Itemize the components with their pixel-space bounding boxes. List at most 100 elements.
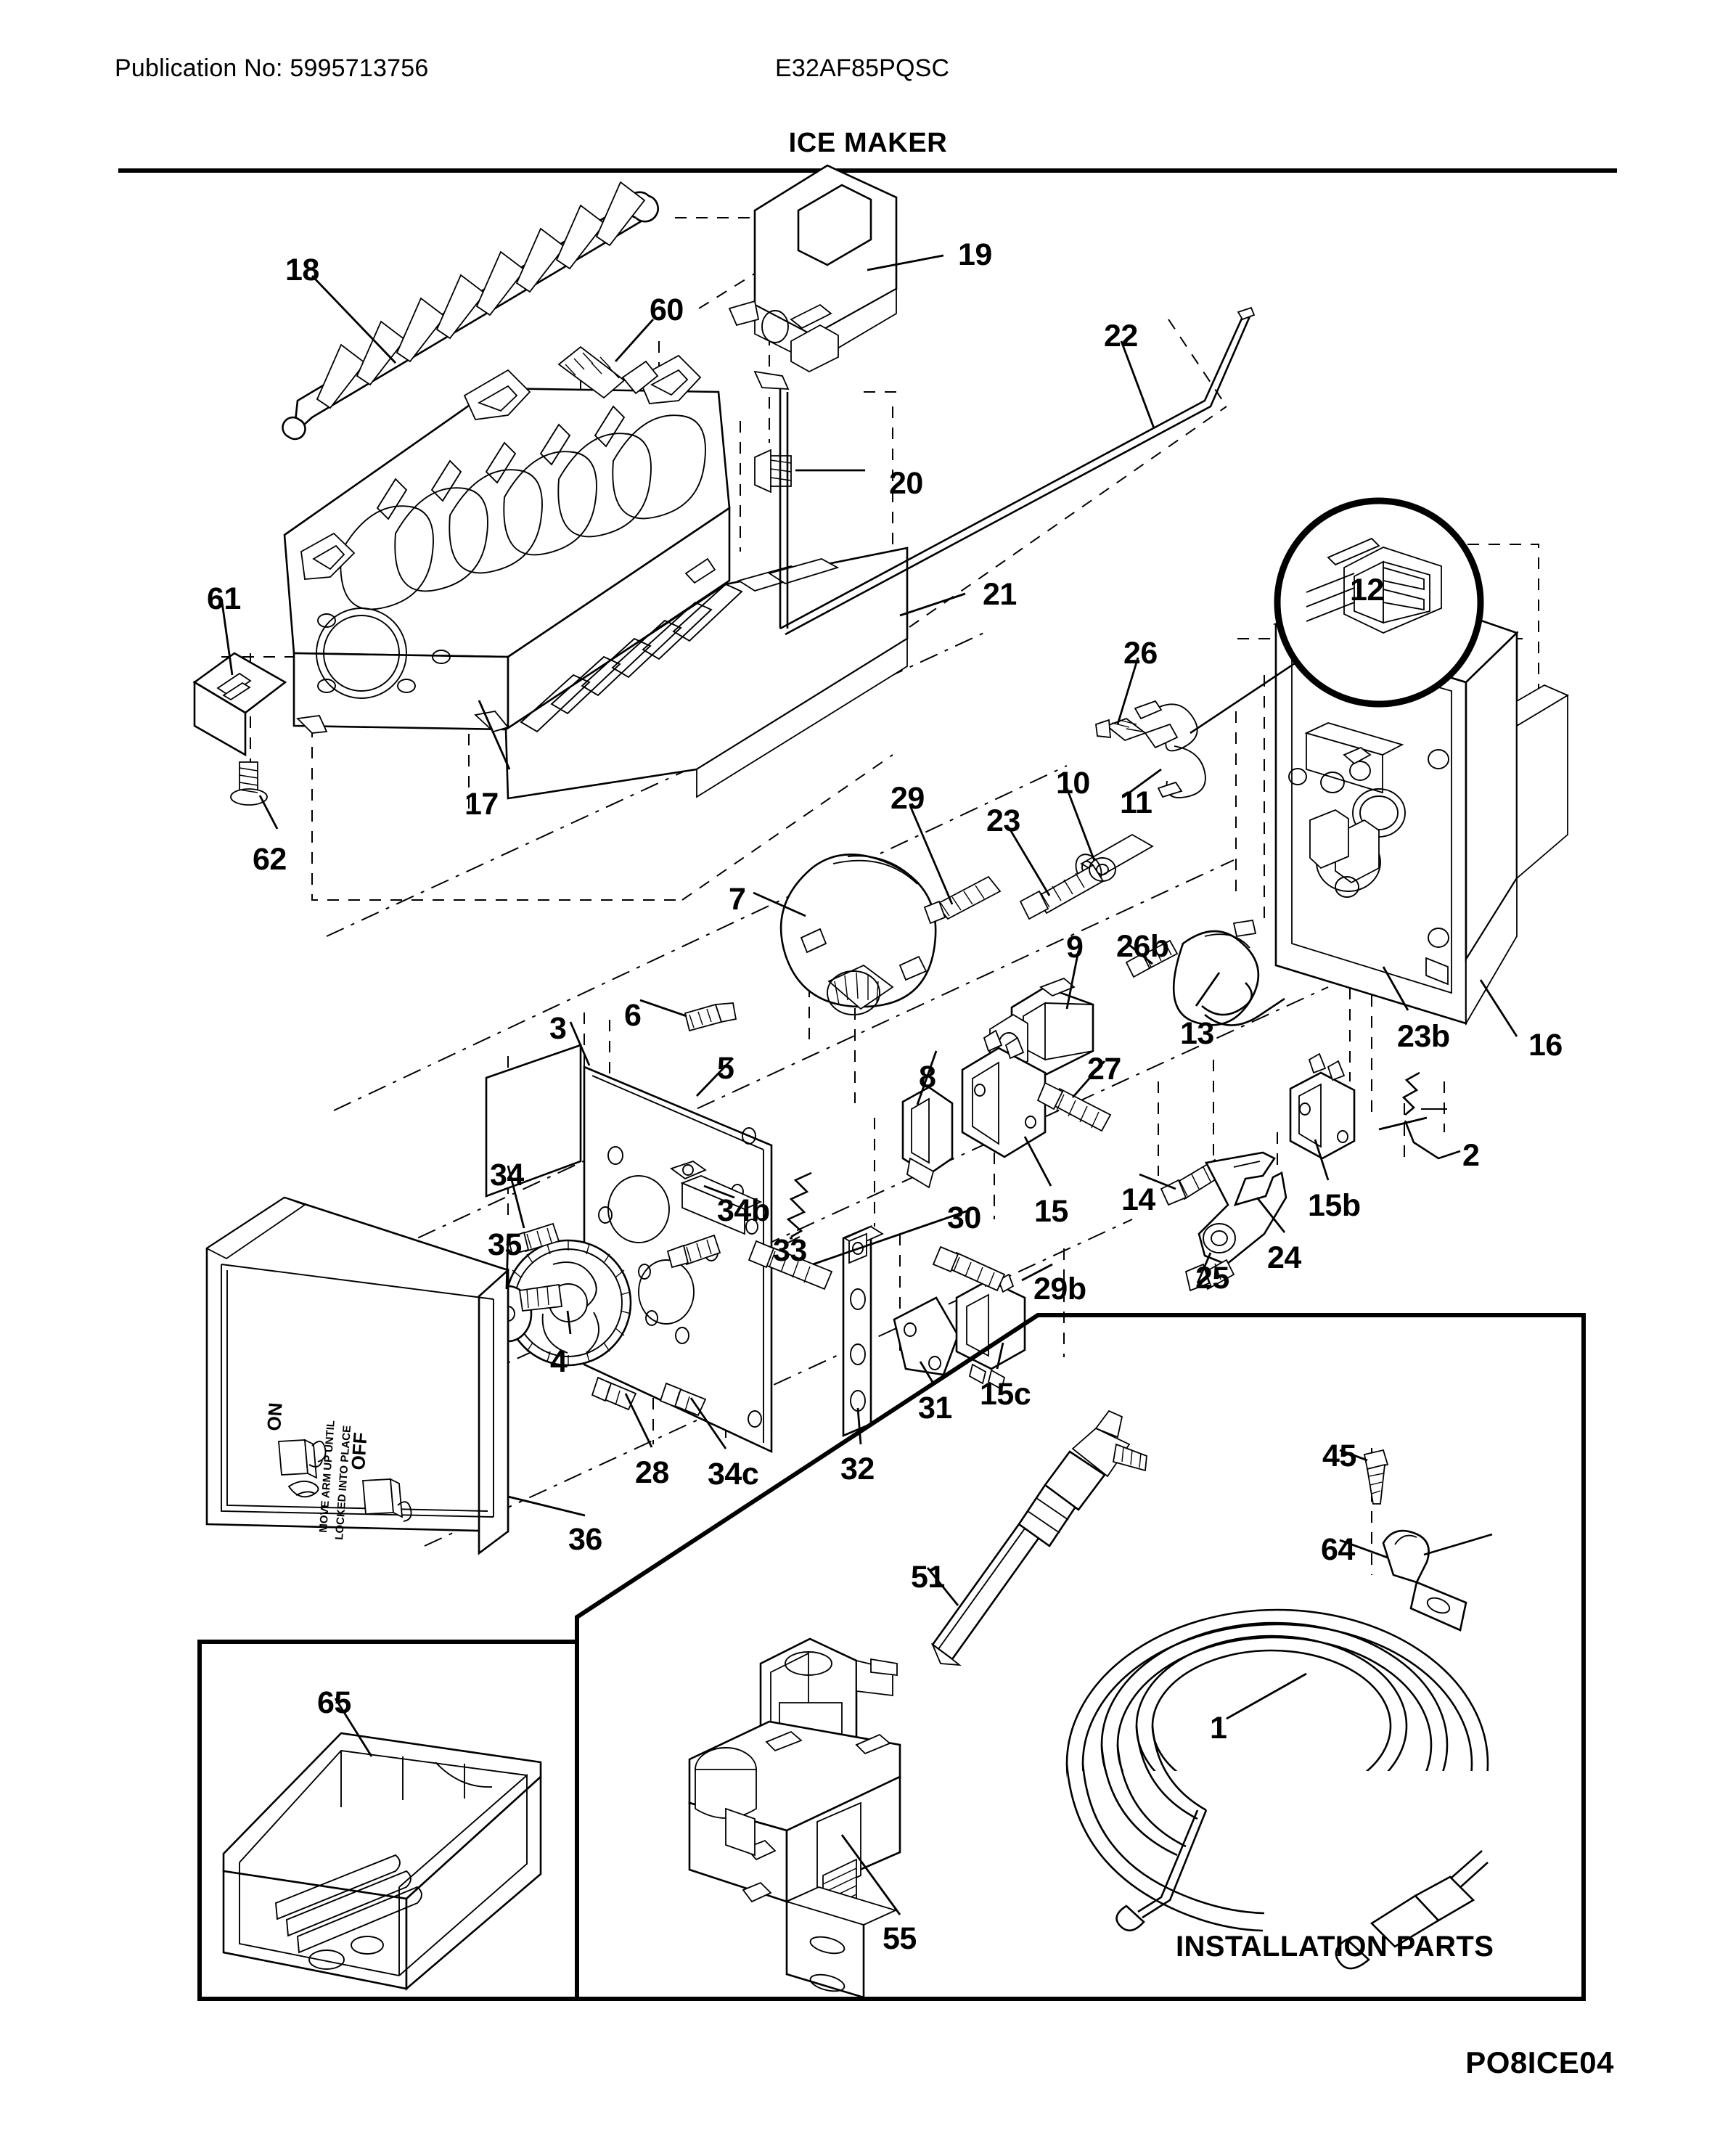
callout-28: 28 <box>635 1455 669 1490</box>
header-divider <box>118 168 1617 173</box>
drawing-code: PO8ICE04 <box>1465 2045 1614 2079</box>
callout-34c: 34c <box>708 1457 759 1492</box>
part-33-spring <box>786 1171 812 1243</box>
callout-3: 3 <box>549 1011 567 1046</box>
callout-23: 23 <box>986 803 1020 838</box>
part-36-cover: ON OFF MOVE ARM UP UNTIL LOCKED INTO PLA… <box>205 1196 509 1555</box>
part-29-screw <box>923 875 1002 925</box>
part-55-water-valve <box>688 1637 901 1999</box>
part-26-screw-upper <box>1095 717 1147 742</box>
callout-33: 33 <box>773 1233 807 1268</box>
part-34-screw-c <box>659 1382 707 1417</box>
callout-13: 13 <box>1180 1016 1214 1051</box>
part-17-ice-mold <box>283 354 731 734</box>
part-1-water-tubing <box>1065 1608 1495 1970</box>
callout-26: 26 <box>1123 636 1158 671</box>
part-27-screw <box>1036 1081 1112 1132</box>
callout-6: 6 <box>624 998 642 1033</box>
callout-10: 10 <box>1056 766 1090 801</box>
part-4-drive-gear <box>504 1239 632 1367</box>
page-title: ICE MAKER <box>788 128 948 158</box>
callout-35: 35 <box>488 1227 522 1262</box>
part-15b-switch <box>1289 1052 1356 1160</box>
callout-25: 25 <box>1195 1261 1229 1296</box>
callout-23b: 23b <box>1397 1019 1450 1054</box>
part-11-wire-harness <box>1134 700 1206 798</box>
part-45-screw <box>1363 1449 1389 1505</box>
part-18-ejector-arm <box>282 181 659 441</box>
callout-22: 22 <box>1104 319 1138 353</box>
callout-26b: 26b <box>1116 929 1169 964</box>
callout-24: 24 <box>1267 1240 1301 1275</box>
callout-11: 11 <box>1120 785 1152 820</box>
callout-64: 64 <box>1321 1532 1355 1567</box>
part-62-screw <box>230 761 268 806</box>
bottom-panel-borders <box>197 1313 1586 2001</box>
part-2-spring-clip <box>1401 1071 1461 1160</box>
callout-12: 12 <box>1350 573 1384 607</box>
part-61-bracket <box>192 652 287 757</box>
leader-lines <box>221 254 1518 1915</box>
callout-65: 65 <box>317 1685 351 1720</box>
callout-27: 27 <box>1087 1052 1121 1087</box>
part-20-screw <box>754 449 792 494</box>
part-51-fill-tube <box>930 1410 1147 1666</box>
callout-61: 61 <box>207 581 241 616</box>
callout-4: 4 <box>550 1344 568 1379</box>
callout-20: 20 <box>889 466 923 501</box>
callout-15c: 15c <box>980 1377 1031 1412</box>
publication-number: Publication No: 5995713756 <box>115 54 429 82</box>
callout-31: 31 <box>918 1391 952 1425</box>
part-23-screw <box>1019 857 1116 920</box>
callout-55: 55 <box>883 1921 917 1956</box>
callout-14: 14 <box>1121 1182 1155 1217</box>
part-6-screw <box>684 1002 737 1032</box>
callout-5: 5 <box>717 1051 734 1086</box>
part-64-tube-clamp <box>1382 1529 1493 1632</box>
callout-29: 29 <box>890 781 925 816</box>
callout-34: 34 <box>490 1158 524 1192</box>
part-22-bail-arm <box>753 306 1256 636</box>
callout-2: 2 <box>1462 1138 1480 1173</box>
callout-21: 21 <box>983 577 1017 612</box>
callout-36: 36 <box>568 1522 602 1557</box>
callout-15b: 15b <box>1308 1188 1361 1223</box>
part-7-motor <box>779 854 937 1015</box>
part-31-bracket-plate <box>893 1296 959 1376</box>
part-34-screw-a <box>507 1222 560 1256</box>
part-12-connector-detail-circle <box>1190 497 1484 735</box>
cover-off-text: OFF <box>347 1431 372 1470</box>
callout-34b: 34b <box>717 1193 770 1228</box>
callout-29b: 29b <box>1033 1272 1086 1306</box>
part-65-ice-bin <box>222 1732 542 1991</box>
part-28-screw <box>591 1376 637 1411</box>
part-34-screw-b <box>666 1234 721 1269</box>
callout-8: 8 <box>919 1060 936 1095</box>
cover-on-text: ON <box>263 1402 287 1431</box>
callout-51: 51 <box>911 1560 945 1595</box>
part-30-screw <box>748 1240 833 1290</box>
part-60-screw <box>557 345 659 399</box>
callout-19: 19 <box>958 237 992 272</box>
callout-16: 16 <box>1528 1028 1563 1063</box>
part-15-switch <box>961 1029 1047 1158</box>
callout-1: 1 <box>1210 1711 1227 1746</box>
part-24-lever <box>1197 1151 1287 1266</box>
part-21-stripper <box>504 547 909 800</box>
callout-30: 30 <box>947 1200 981 1235</box>
part-13-thermostat <box>1172 919 1285 1026</box>
part-3-insulation-pad <box>485 1044 582 1198</box>
model-number: E32AF85PQSC <box>775 54 950 82</box>
callout-7: 7 <box>729 882 746 917</box>
callout-15: 15 <box>1034 1194 1068 1229</box>
callout-62: 62 <box>253 842 287 877</box>
part-8-switch-lever <box>901 1086 954 1189</box>
part-29b-screw <box>932 1245 1006 1292</box>
installation-parts-label: INSTALLATION PARTS <box>1176 1931 1494 1963</box>
callout-18: 18 <box>285 253 319 287</box>
part-26b-screw <box>1125 939 1179 978</box>
callout-60: 60 <box>650 292 684 327</box>
callout-9: 9 <box>1066 930 1084 965</box>
callout-45: 45 <box>1322 1439 1356 1473</box>
